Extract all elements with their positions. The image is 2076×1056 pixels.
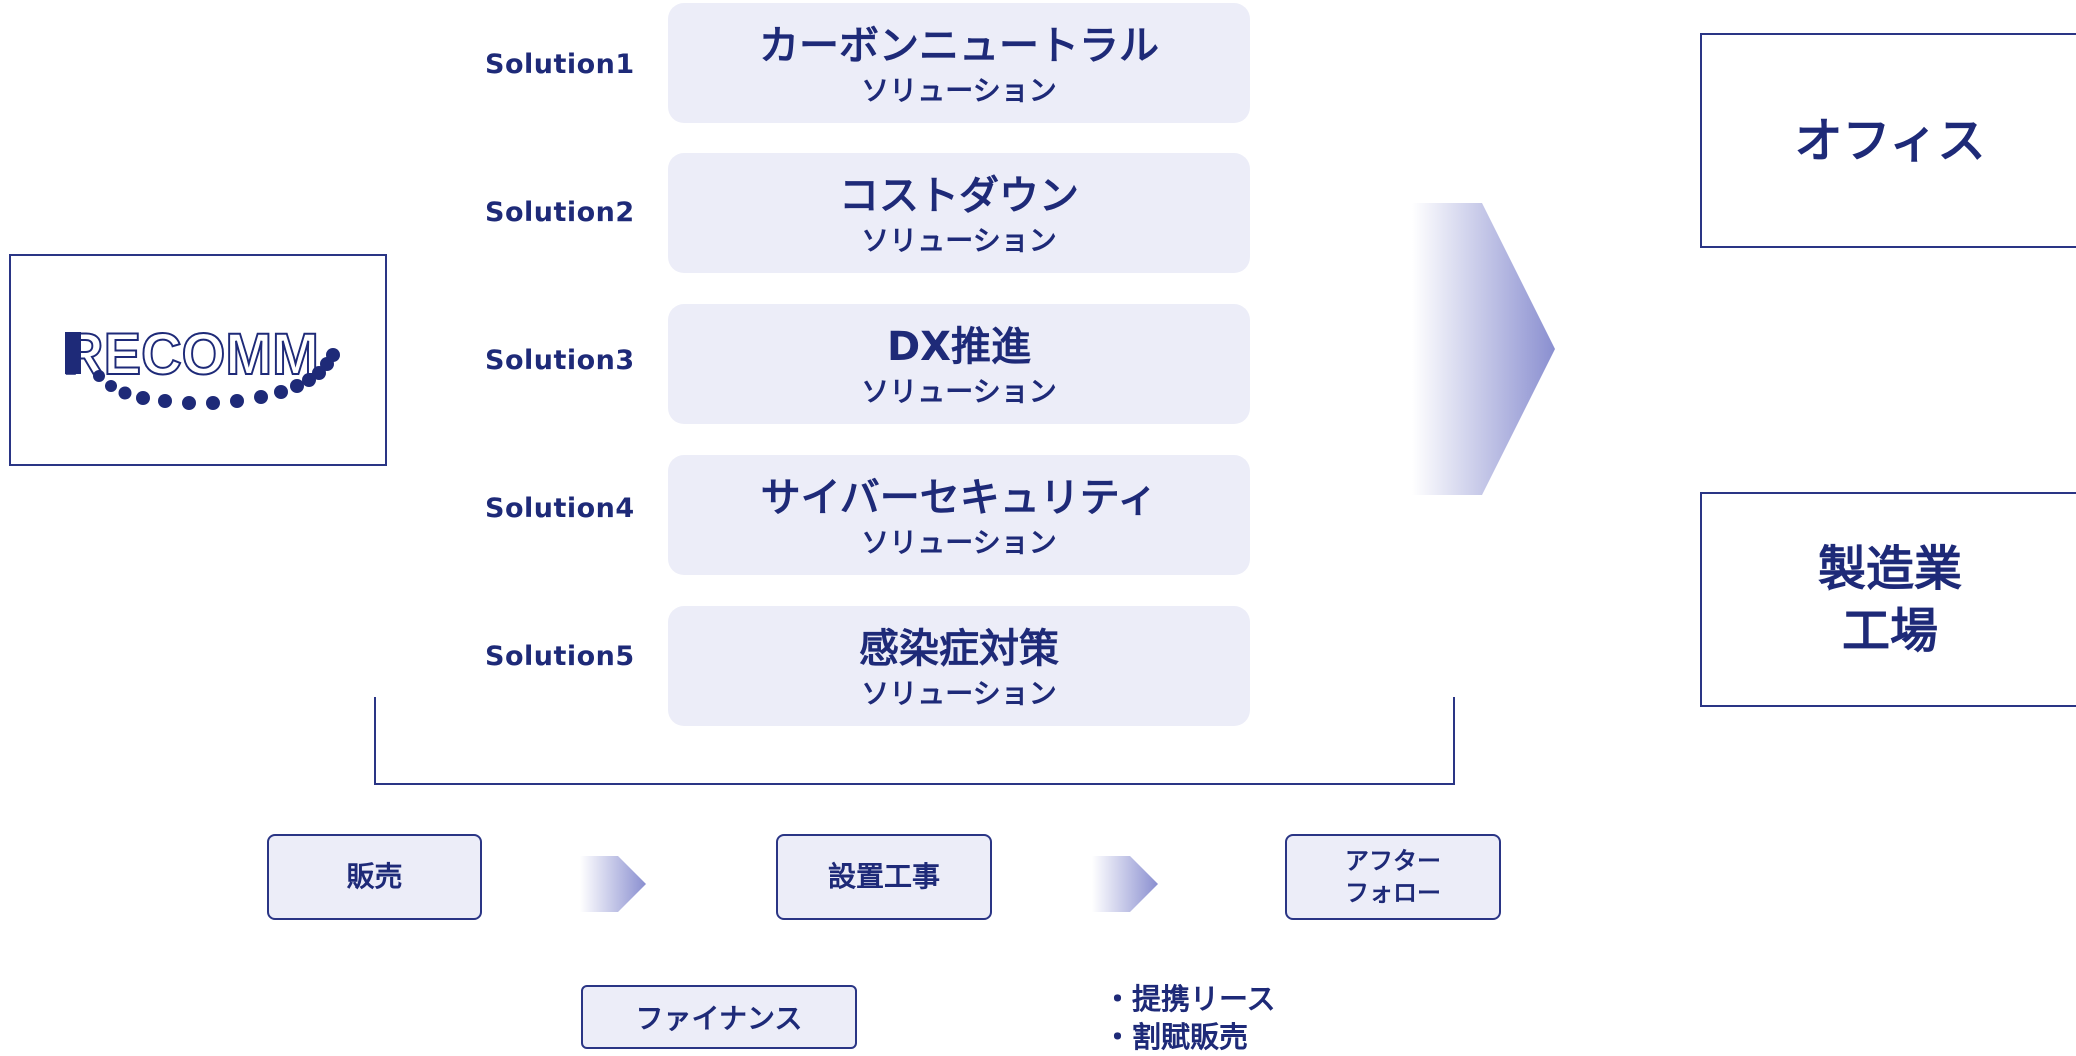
process-aftercare-box: アフター フォロー — [1285, 834, 1501, 920]
target-office-label: オフィス — [1702, 110, 2076, 172]
process-label: アフター フォロー — [1345, 845, 1441, 909]
solution-card-title: 感染症対策 — [859, 626, 1059, 672]
target-factory-label: 製造業 工場 — [1702, 538, 2076, 662]
target-office-box: オフィス — [1700, 33, 2076, 248]
solution-card-title: DX推進 — [886, 324, 1032, 370]
solution-card-3: DX推進 ソリューション — [668, 304, 1250, 424]
solution-card-title: カーボンニュートラル — [759, 23, 1159, 69]
recomm-logo: RECOMM — [62, 321, 340, 410]
target-line: オフィス — [1794, 112, 1986, 169]
big-chevron-arrow — [1412, 203, 1555, 495]
process-line: 設置工事 — [827, 860, 940, 893]
process-line: アフター — [1345, 847, 1441, 875]
process-line: 販売 — [346, 860, 403, 893]
process-line: フォロー — [1345, 879, 1441, 907]
process-installation-box: 設置工事 — [776, 834, 992, 920]
solution-card-4: サイバーセキュリティ ソリューション — [668, 455, 1250, 575]
solution-card-subtitle: ソリューション — [861, 526, 1057, 559]
process-label: 販売 — [346, 860, 402, 894]
solution-card-title: コストダウン — [839, 173, 1079, 219]
process-arrow-2 — [1092, 856, 1158, 912]
solution-label-5: Solution5 — [485, 641, 635, 672]
finance-box: ファイナンス — [581, 985, 857, 1049]
target-line: 工場 — [1841, 602, 1938, 659]
logo-dots — [93, 348, 340, 410]
solution-label-3: Solution3 — [485, 345, 635, 376]
solution-card-subtitle: ソリューション — [861, 375, 1057, 408]
target-factory-box: 製造業 工場 — [1700, 492, 2076, 707]
finance-bullet: ・割賦販売 — [1103, 1020, 1249, 1054]
solution-card-2: コストダウン ソリューション — [668, 153, 1250, 273]
logo-r-fill — [65, 332, 81, 374]
process-sales-box: 販売 — [267, 834, 482, 920]
solution-card-subtitle: ソリューション — [861, 677, 1057, 710]
solution-label-4: Solution4 — [485, 493, 635, 524]
solution-card-subtitle: ソリューション — [861, 74, 1057, 107]
bracket-connector — [374, 697, 1455, 785]
solution-card-5: 感染症対策 ソリューション — [668, 606, 1250, 726]
process-label: 設置工事 — [828, 860, 940, 894]
target-line: 製造業 — [1817, 540, 1962, 597]
finance-bullets: ・提携リース ・割賦販売 — [1103, 980, 1276, 1056]
solution-label-2: Solution2 — [485, 197, 635, 228]
solution-card-title: サイバーセキュリティ — [760, 475, 1158, 521]
recomm-logo-box: RECOMM — [9, 254, 387, 466]
solution-card-1: カーボンニュートラル ソリューション — [668, 3, 1250, 123]
process-arrow-1 — [580, 856, 646, 912]
logo-text: RECOMM — [63, 322, 319, 387]
solution-card-subtitle: ソリューション — [861, 224, 1057, 257]
finance-bullet: ・提携リース — [1103, 982, 1276, 1016]
solution-label-1: Solution1 — [485, 49, 635, 80]
